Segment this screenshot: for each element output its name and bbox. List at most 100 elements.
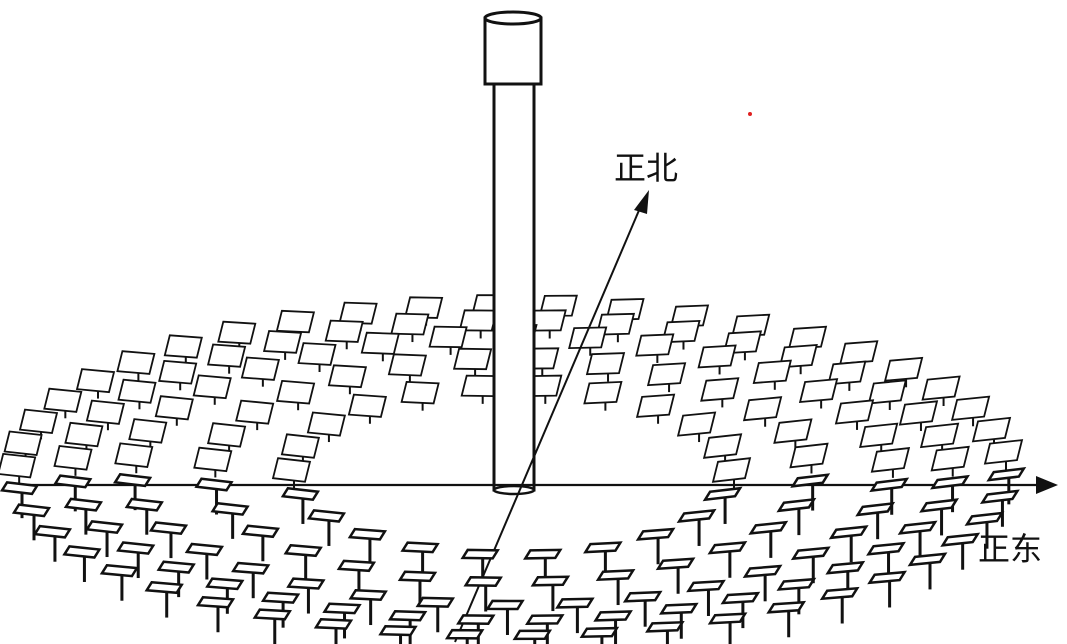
heliostat bbox=[62, 545, 102, 582]
heliostat bbox=[262, 330, 303, 360]
heliostat bbox=[776, 497, 817, 536]
heliostat bbox=[458, 309, 498, 339]
heliostat bbox=[555, 597, 595, 634]
heliostat bbox=[870, 447, 911, 478]
heliostat bbox=[280, 486, 321, 524]
heliostat bbox=[635, 527, 676, 565]
heliostat bbox=[635, 393, 676, 424]
heliostat bbox=[883, 356, 924, 388]
heliostat bbox=[867, 379, 907, 410]
east-arrowhead bbox=[1036, 476, 1058, 494]
heliostat bbox=[163, 334, 203, 365]
heliostat bbox=[707, 541, 748, 578]
heliostat bbox=[148, 521, 189, 559]
heliostat bbox=[869, 477, 910, 515]
red-dot-marker bbox=[748, 112, 752, 116]
heliostat bbox=[645, 620, 685, 644]
heliostat bbox=[286, 577, 326, 614]
heliostat bbox=[378, 624, 418, 644]
heliostat bbox=[964, 511, 1005, 549]
heliostat bbox=[53, 474, 93, 512]
heliostat bbox=[859, 422, 899, 454]
heliostat bbox=[983, 439, 1024, 470]
heliostat bbox=[711, 457, 752, 488]
heliostat bbox=[898, 400, 939, 431]
receiver-body bbox=[483, 16, 543, 86]
heliostat bbox=[324, 319, 364, 350]
heliostat bbox=[583, 380, 623, 411]
heliostat bbox=[646, 362, 687, 393]
tower-base bbox=[492, 484, 536, 496]
north-arrowhead bbox=[634, 190, 649, 214]
heliostat bbox=[124, 497, 164, 535]
heliostat bbox=[397, 570, 438, 607]
heliostat bbox=[950, 395, 991, 427]
heliostat bbox=[530, 575, 571, 612]
heliostat bbox=[766, 600, 807, 638]
heliostat bbox=[444, 628, 485, 644]
heliostat bbox=[828, 525, 869, 563]
heliostat bbox=[327, 364, 368, 395]
heliostat bbox=[658, 602, 699, 639]
heliostat bbox=[428, 325, 468, 355]
heliostat bbox=[306, 509, 347, 546]
heliostat bbox=[452, 347, 493, 377]
heliostat bbox=[400, 380, 440, 411]
heliostat bbox=[700, 377, 740, 408]
heliostat bbox=[193, 446, 233, 478]
heliostat bbox=[583, 541, 623, 578]
heliostat bbox=[686, 579, 726, 616]
heliostat bbox=[855, 501, 896, 540]
heliostat bbox=[790, 473, 831, 511]
heliostat bbox=[252, 608, 292, 644]
heliostat bbox=[897, 520, 938, 558]
heliostat bbox=[313, 618, 354, 644]
heliostat bbox=[702, 486, 743, 524]
heliostat bbox=[84, 520, 125, 558]
heliostat bbox=[387, 353, 428, 383]
heliostat bbox=[819, 586, 860, 624]
heliostat bbox=[866, 541, 906, 579]
heliostat bbox=[921, 375, 961, 407]
heliostat bbox=[210, 501, 250, 539]
heliostat bbox=[790, 546, 831, 584]
heliostat bbox=[834, 399, 875, 430]
heliostat bbox=[676, 508, 717, 546]
heliostat bbox=[907, 552, 948, 590]
heliostat bbox=[676, 411, 717, 443]
heliostat bbox=[400, 541, 440, 578]
receiver-top bbox=[483, 10, 543, 26]
heliostat bbox=[184, 542, 225, 580]
heliostat bbox=[387, 610, 428, 644]
heliostat bbox=[235, 399, 275, 431]
heliostat bbox=[116, 350, 156, 381]
heliostat bbox=[825, 560, 866, 598]
heliostat bbox=[579, 626, 620, 644]
heliostat bbox=[525, 614, 565, 644]
heliostat bbox=[116, 541, 156, 579]
heliostat bbox=[919, 422, 960, 454]
heliostat bbox=[338, 301, 378, 332]
heliostat bbox=[128, 418, 168, 449]
heliostat bbox=[240, 356, 281, 387]
heliostat bbox=[697, 344, 737, 375]
north-label: 正北 bbox=[614, 149, 679, 187]
heliostat bbox=[347, 527, 388, 565]
heliostat bbox=[117, 378, 157, 410]
heliostat bbox=[940, 532, 981, 570]
heliostat bbox=[655, 557, 696, 594]
heliostat bbox=[306, 411, 347, 443]
heliostat bbox=[752, 359, 792, 390]
heliostat bbox=[114, 442, 154, 474]
heliostat bbox=[43, 387, 83, 419]
heliostat bbox=[192, 374, 232, 405]
heliostat bbox=[348, 589, 388, 626]
heliostat bbox=[32, 524, 73, 562]
heliostat bbox=[195, 595, 236, 633]
heliostat bbox=[297, 342, 337, 373]
heliostat bbox=[275, 379, 316, 411]
heliostat bbox=[18, 408, 59, 440]
heliostat bbox=[271, 457, 312, 488]
heliostat bbox=[206, 343, 247, 374]
